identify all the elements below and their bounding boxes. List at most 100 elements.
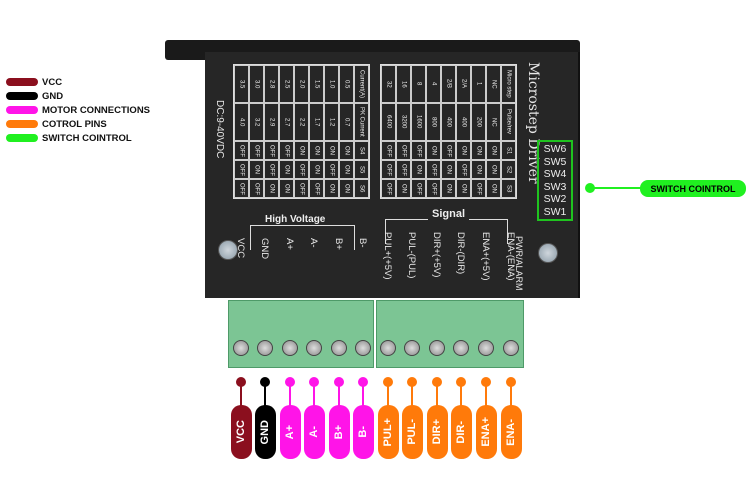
cell-text: ON (475, 146, 482, 155)
table-cell: OFF (279, 141, 294, 160)
pin-dot (236, 377, 246, 387)
cell-text: ON (490, 184, 497, 193)
table-cell: 2.0 (294, 65, 309, 103)
terminal-label: B- (357, 238, 368, 248)
terminal-label: DIR+(+5V) (431, 232, 442, 278)
pin-line (264, 385, 266, 407)
cell-text: PK Current (358, 107, 365, 137)
pin-label-text: GND (259, 419, 271, 445)
table-cell: 2.2 (294, 103, 309, 141)
pin-label-pul-minusplus: PUL+ (377, 405, 399, 459)
terminal-screw-icon[interactable] (429, 340, 445, 356)
terminal-label: ENA+(+5V) (480, 232, 491, 281)
table-cell: ON (441, 179, 456, 198)
cell-text: 1.5 (313, 79, 320, 89)
terminal-screw-icon[interactable] (404, 340, 420, 356)
pin-label-text: DIR+ (431, 419, 443, 445)
cell-text: 1.7 (313, 117, 320, 127)
table-cell: ON (279, 179, 294, 198)
pin-dot (285, 377, 295, 387)
terminal-screw-icon[interactable] (257, 340, 273, 356)
cell-text: OFF (283, 144, 290, 157)
table-cell: 2.5 (279, 65, 294, 103)
switch-label: SW6 (543, 143, 567, 155)
table-cell: 2.9 (264, 103, 279, 141)
table-cell: 1 (471, 65, 486, 103)
terminal-screw-icon[interactable] (380, 340, 396, 356)
cell-text: 1600 (415, 115, 422, 129)
high-voltage-label: High Voltage (262, 214, 329, 225)
cell-text: ON (460, 184, 467, 193)
table-cell: 2/B (441, 65, 456, 103)
pin-dot (383, 377, 393, 387)
table-cell: S6 (354, 179, 369, 198)
table-cell: ON (486, 179, 501, 198)
terminal-label: ENA-(ENA) (505, 232, 516, 281)
pin-line (362, 385, 364, 407)
terminal-screw-icon[interactable] (355, 340, 371, 356)
pin-line (313, 385, 315, 407)
table-cell: 1.2 (324, 103, 339, 141)
legend-swatch (6, 120, 38, 128)
terminal-screw-icon[interactable] (306, 340, 322, 356)
terminal-label: PUL+(+5V) (382, 232, 393, 280)
switch-label: SW4 (543, 168, 567, 180)
pin-line (338, 385, 340, 407)
legend-label: COTROL PINS (42, 118, 107, 130)
cell-text: OFF (385, 163, 392, 176)
cell-text: OFF (445, 144, 452, 157)
cell-text: OFF (385, 144, 392, 157)
pin-line (485, 385, 487, 407)
table-cell: OFF (249, 141, 264, 160)
terminal-screw-icon[interactable] (503, 340, 519, 356)
pin-label-text: PUL+ (382, 417, 394, 447)
terminal-screw-icon[interactable] (233, 340, 249, 356)
cell-text: OFF (328, 163, 335, 176)
table-cell: 3.5 (234, 65, 249, 103)
table-cell: OFF (441, 141, 456, 160)
voltage-label: DC:9-40VDC (214, 100, 225, 159)
terminal-screw-icon[interactable] (453, 340, 469, 356)
table-cell: 32 (381, 65, 396, 103)
cell-text: OFF (430, 182, 437, 195)
pin-label-b-minusplus: B+ (328, 405, 350, 459)
table-cell: 2.7 (279, 103, 294, 141)
cell-text: ON (490, 146, 497, 155)
pin-label-text: B- (357, 426, 369, 438)
cell-text: 0.5 (343, 79, 350, 89)
table-cell: ON (441, 160, 456, 179)
cell-text: ON (313, 146, 320, 155)
cell-text: 2/B (445, 79, 452, 89)
cell-text: 16 (400, 80, 407, 88)
cell-text: 6400 (385, 115, 392, 129)
cell-text: ON (430, 146, 437, 155)
table-cell: ON (456, 141, 471, 160)
terminal-screw-icon[interactable] (282, 340, 298, 356)
terminal-screw-icon[interactable] (478, 340, 494, 356)
terminal-label: VCC (235, 238, 246, 259)
legend-label: MOTOR CONNECTIONS (42, 104, 151, 116)
cell-text: OFF (238, 144, 245, 157)
terminal-screw-icon[interactable] (331, 340, 347, 356)
table-cell: 3.2 (249, 103, 264, 141)
table-cell: NC (486, 65, 501, 103)
cell-text: 4.0 (238, 117, 245, 127)
terminal-label: B+ (333, 238, 344, 250)
cell-text: S1 (505, 146, 512, 155)
cell-text: ON (328, 146, 335, 155)
pin-line (289, 385, 291, 407)
table-cell: OFF (381, 179, 396, 198)
table-cell: 16 (396, 65, 411, 103)
cell-text: 3200 (400, 115, 407, 129)
screw-icon (538, 243, 558, 263)
table-cell: ON (264, 179, 279, 198)
table-cell: OFF (234, 179, 249, 198)
table-cell: OFF (234, 160, 249, 179)
table-cell: OFF (294, 179, 309, 198)
